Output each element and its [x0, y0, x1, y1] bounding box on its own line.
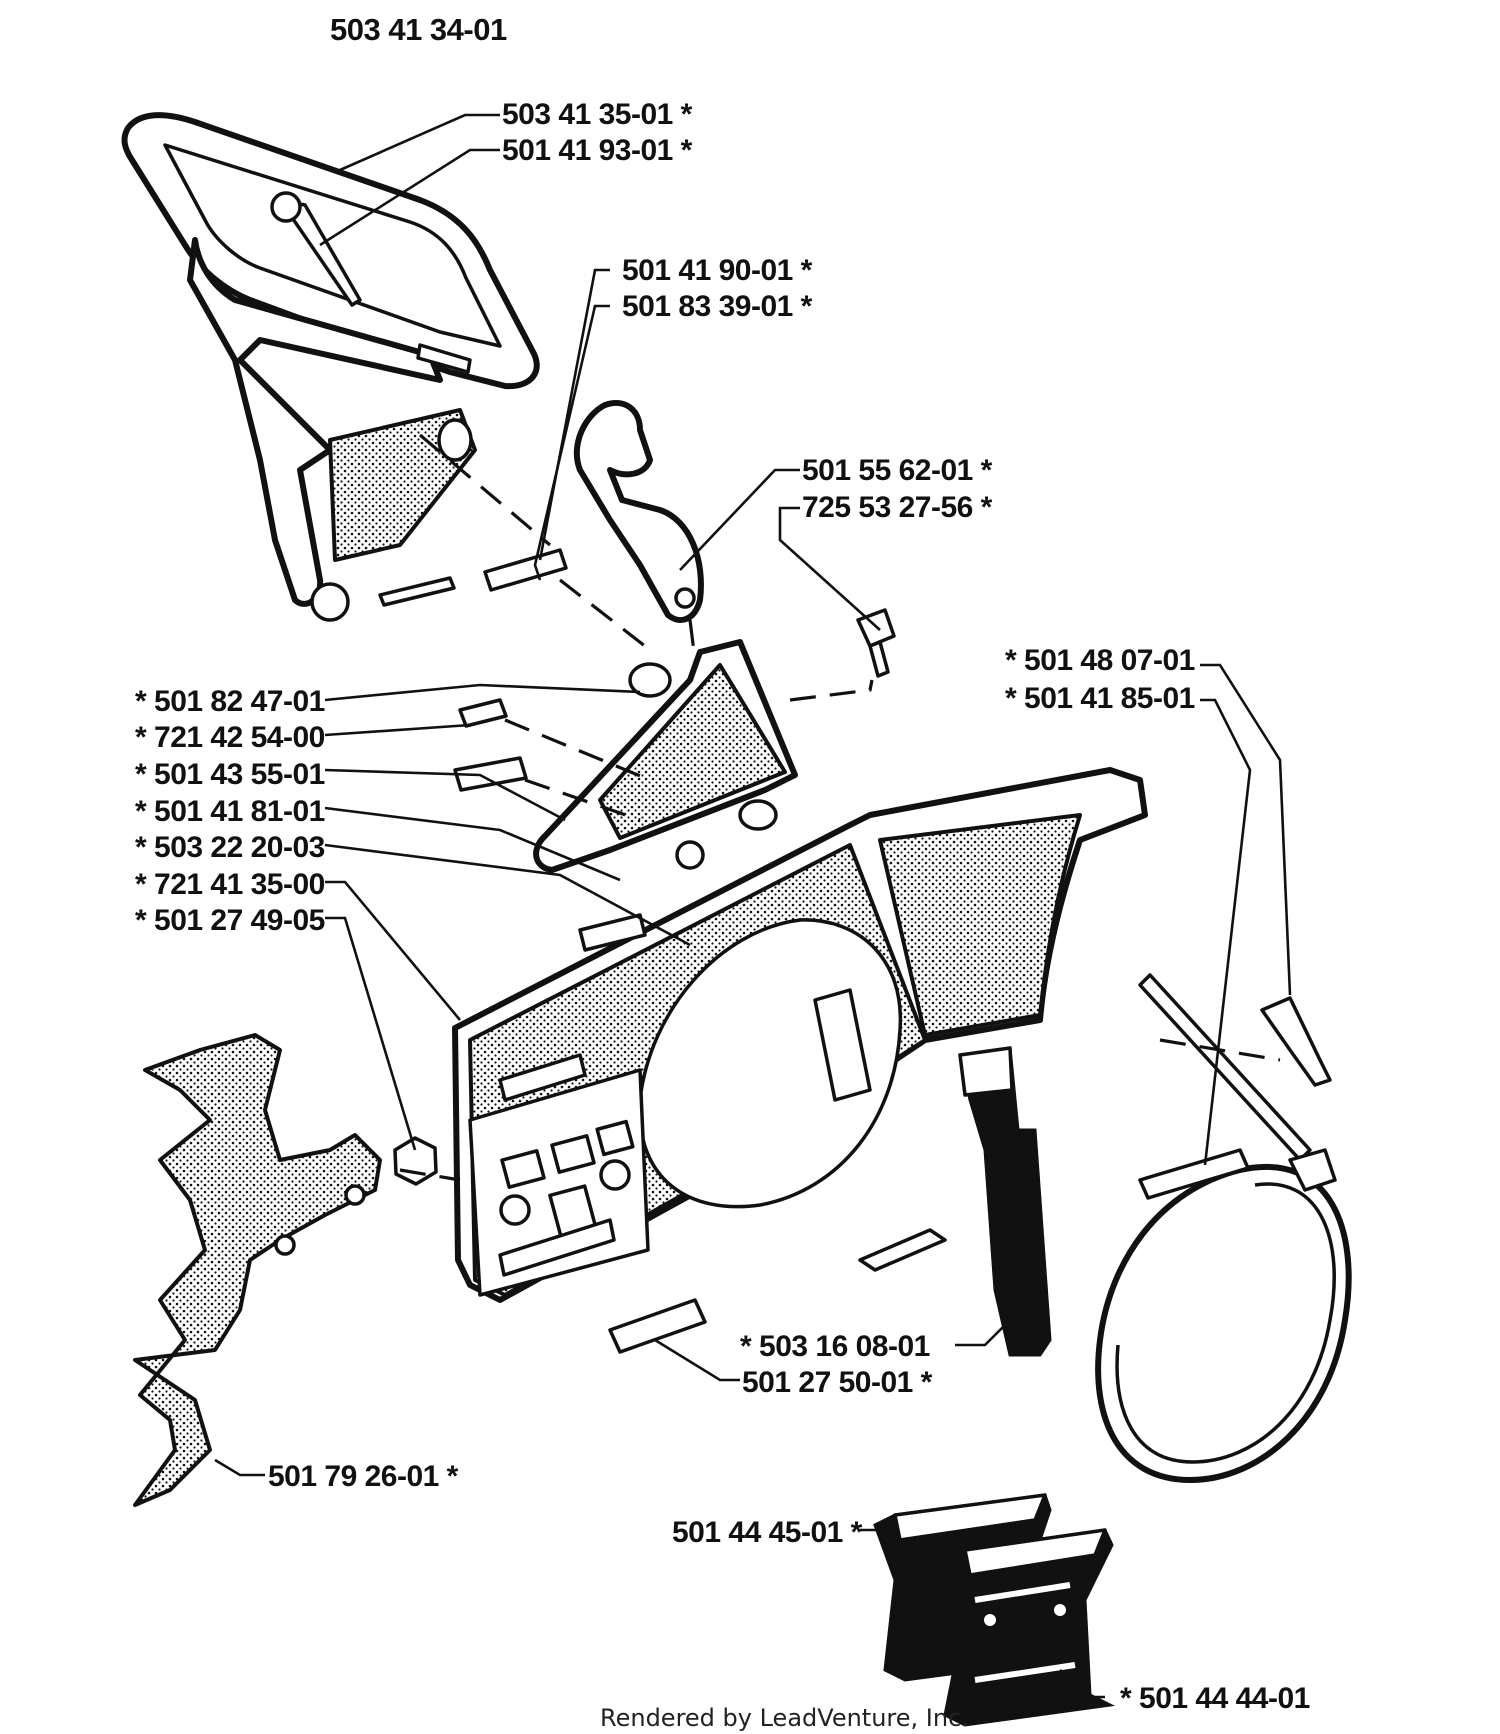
callout-501-41-93-01: 501 41 93-01 *: [502, 134, 693, 167]
callout-501-82-47-01: * 501 82 47-01: [135, 685, 325, 718]
footer-credit: Rendered by LeadVenture, Inc.: [600, 1704, 969, 1732]
clutch-cover-drawing: [452, 767, 1148, 1303]
callout-501-83-39-01: 501 83 39-01 *: [622, 290, 813, 323]
bar-plate-drawing: [873, 1493, 1116, 1727]
callout-721-41-35-00: * 721 41 35-00: [135, 868, 325, 901]
callout-501-43-55-01: * 501 43 55-01: [135, 758, 325, 791]
brake-bracket-drawing: [453, 639, 798, 873]
nut-drawing: [393, 1136, 438, 1186]
pin-drawing: [608, 1228, 947, 1354]
callout-501-79-26-01: 501 79 26-01 *: [268, 1460, 459, 1493]
chain-guide-drawing: [958, 1046, 1052, 1357]
hand-guard-drawing: [121, 112, 540, 622]
callout-501-55-62-01: 501 55 62-01 *: [802, 454, 993, 487]
callout-503-22-20-03: * 503 22 20-03: [135, 831, 325, 864]
callout-501-41-85-01: * 501 41 85-01: [1005, 682, 1195, 715]
callout-725-53-27-56: 725 53 27-56 *: [802, 491, 993, 524]
callout-501-44-44-01: * 501 44 44-01: [1120, 1682, 1310, 1715]
screw-drawing: [856, 608, 896, 678]
brake-lever-drawing: [573, 400, 704, 623]
callout-721-42-54-00: * 721 42 54-00: [135, 721, 325, 754]
callout-501-48-07-01: * 501 48 07-01: [1005, 644, 1195, 677]
callout-501-41-81-01: * 501 41 81-01: [135, 795, 325, 828]
callout-501-41-90-01: 501 41 90-01 *: [622, 254, 813, 287]
callout-501-44-45-01: 501 44 45-01 *: [672, 1516, 863, 1549]
assembly-number: 503 41 34-01: [330, 12, 507, 47]
callout-labels: 503 41 35-01 * 501 41 93-01 * 501 41 90-…: [135, 98, 1310, 1715]
spring-drawing: [378, 548, 568, 607]
bumper-spike-drawing: [133, 1033, 382, 1507]
callout-501-27-49-05: * 501 27 49-05: [135, 904, 325, 937]
assembly-dashes: [399, 433, 1281, 1182]
callout-503-16-08-01: * 503 16 08-01: [740, 1330, 930, 1363]
brake-band-drawing: [1095, 973, 1352, 1483]
callout-503-41-35-01: 503 41 35-01 *: [502, 98, 693, 131]
callout-501-27-50-01: 501 27 50-01 *: [742, 1366, 933, 1399]
leader-lines: [214, 113, 1292, 1699]
